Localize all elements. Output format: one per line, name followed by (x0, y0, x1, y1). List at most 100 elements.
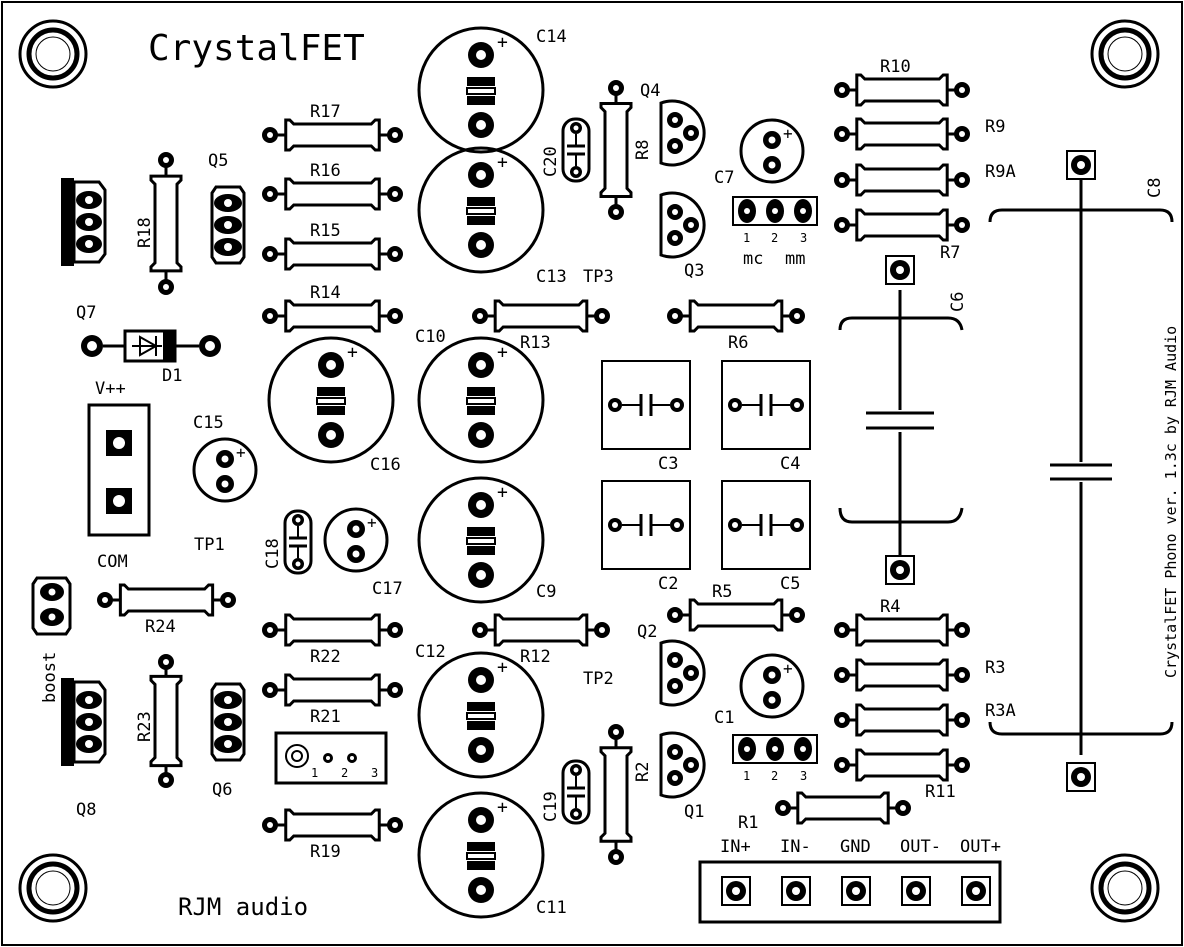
label-r16: R16 (310, 161, 341, 181)
jumper-upper-pin2: 2 (771, 231, 778, 245)
mounting-hole-top-left (20, 21, 86, 87)
cap-c6 (838, 290, 964, 558)
label-r14: R14 (310, 283, 341, 303)
mounting-hole-bottom-right (1092, 855, 1158, 921)
label-q4: Q4 (640, 81, 660, 101)
label-q2: Q2 (637, 622, 657, 642)
label-r2: R2 (633, 762, 653, 782)
label-q3: Q3 (684, 261, 704, 281)
resistor-r17 (262, 118, 403, 152)
label-r15: R15 (310, 221, 341, 241)
cap-c20 (561, 117, 591, 183)
cap-c14 (417, 26, 545, 154)
label-r19: R19 (310, 842, 341, 862)
cap-c4 (720, 359, 812, 451)
pad-c8-bottom (1066, 762, 1096, 792)
board-title: CrystalFET (148, 28, 365, 69)
transistor-q7 (59, 176, 107, 268)
resistor-r16 (262, 177, 403, 211)
label-c8: C8 (1145, 178, 1165, 198)
label-in-minus: IN- (780, 837, 811, 857)
label-c16: C16 (370, 455, 401, 475)
jfet-q4 (659, 99, 706, 167)
pad-in-plus (721, 876, 751, 906)
pad-out-minus (901, 876, 931, 906)
label-r3: R3 (985, 658, 1005, 678)
resistor-r14 (262, 299, 403, 333)
label-d1: D1 (162, 366, 182, 386)
cap-c2 (600, 479, 692, 571)
resistor-r10 (834, 73, 970, 107)
resistor-r5 (667, 598, 805, 632)
cap-c5 (720, 479, 812, 571)
resistor-r1 (775, 791, 911, 825)
boost-jumper (31, 576, 72, 636)
pad-out-plus (961, 876, 991, 906)
jfet-q2 (659, 639, 706, 707)
mounting-hole-top-right (1092, 21, 1158, 87)
version-text: CrystalFET Phono ver. 1.3c by RJM Audio (1162, 326, 1180, 678)
resistor-r18 (149, 152, 183, 295)
label-c10: C10 (415, 327, 446, 347)
label-gnd: GND (840, 837, 871, 857)
resistor-r8 (599, 80, 633, 220)
jumper-lower-pin2: 2 (771, 769, 778, 783)
transistor-q5 (210, 185, 246, 265)
resistor-r6 (667, 299, 805, 333)
resistor-r24 (97, 583, 236, 617)
cap-c13 (417, 146, 545, 274)
label-r17: R17 (310, 102, 341, 122)
brand-text: RJM audio (178, 893, 308, 921)
cap-c8 (988, 180, 1174, 755)
label-r9a: R9A (985, 162, 1016, 182)
label-q5: Q5 (208, 151, 228, 171)
label-c15: C15 (193, 413, 224, 433)
label-c14: C14 (536, 27, 567, 47)
label-q6: Q6 (212, 780, 232, 800)
label-r13: R13 (520, 333, 551, 353)
cap-c12 (417, 651, 545, 779)
jumper-upper-pin3: 3 (800, 231, 807, 245)
mounting-hole-bottom-left (20, 855, 86, 921)
pad-in-minus (781, 876, 811, 906)
transistor-q6 (210, 682, 246, 762)
label-r10: R10 (880, 57, 911, 77)
label-out-minus: OUT- (900, 837, 941, 857)
label-vpp: V++ (95, 379, 126, 399)
label-q1: Q1 (684, 802, 704, 822)
resistor-r11 (834, 748, 970, 782)
cap-c16 (267, 336, 395, 464)
resistor-r3a (834, 703, 970, 737)
label-c12: C12 (415, 642, 446, 662)
label-r5: R5 (712, 582, 732, 602)
label-c2: C2 (658, 574, 678, 594)
label-c3: C3 (658, 454, 678, 474)
jumper-lower-pin3: 3 (800, 769, 807, 783)
label-r11: R11 (925, 782, 956, 802)
label-r21: R21 (310, 707, 341, 727)
resistor-r3 (834, 658, 970, 692)
cap-c3 (600, 359, 692, 451)
jumper-lower-pin1: 1 (743, 769, 750, 783)
label-c1: C1 (714, 708, 734, 728)
label-r12: R12 (520, 647, 551, 667)
label-r23: R23 (135, 711, 155, 742)
resistor-r12 (472, 613, 610, 647)
pad-c8-top (1066, 150, 1096, 180)
resistor-r13 (472, 299, 610, 333)
io-connector (698, 860, 1002, 924)
label-r22: R22 (310, 647, 341, 667)
resistor-r19 (262, 808, 403, 842)
label-r9: R9 (985, 117, 1005, 137)
label-tp3: TP3 (583, 267, 614, 287)
resistor-r23 (149, 654, 183, 788)
label-c17: C17 (372, 579, 403, 599)
label-out-plus: OUT+ (960, 837, 1001, 857)
cap-c7 (739, 118, 805, 184)
cap-c18 (283, 509, 313, 575)
cap-c19 (561, 759, 591, 825)
label-c20: C20 (541, 146, 561, 177)
resistor-r2 (599, 724, 633, 865)
